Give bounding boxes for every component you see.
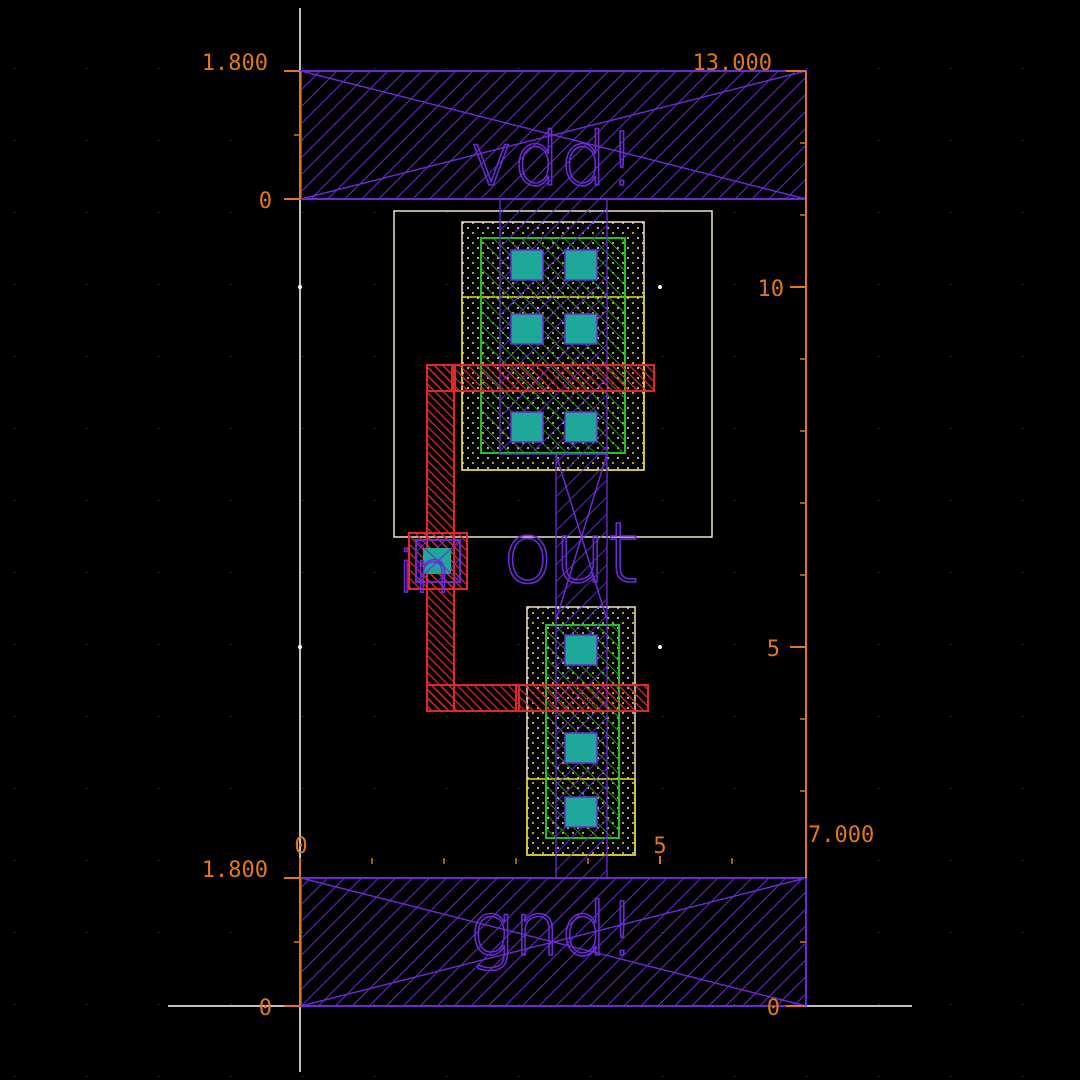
gnd-ruler-bottom-label: 0 [259, 996, 272, 1021]
vdd-ruler-top-label: 1.800 [202, 51, 268, 76]
cell-width-tick-0: 0 [294, 834, 307, 859]
gnd-ruler-top-label: 1.800 [202, 858, 268, 883]
cell-width-label: 7.000 [808, 823, 874, 848]
in-label: in [398, 538, 451, 606]
vdd-label: vdd! [469, 117, 636, 203]
gnd-rail[interactable]: gnd! [300, 877, 807, 1007]
cell-height-tick-10: 10 [758, 277, 785, 302]
cell-width-tick-5: 5 [653, 834, 666, 859]
input-contact[interactable] [408, 532, 468, 590]
cell-height-ruler[interactable]: 13.000 10 5 [693, 51, 807, 878]
cell-height-tick-5: 5 [767, 637, 780, 662]
out-label: out [502, 504, 640, 602]
gnd-label: gnd! [469, 887, 637, 973]
contact-cuts [510, 249, 598, 828]
gnd-rail-height-ruler[interactable]: 1.800 0 0 [202, 858, 806, 1021]
cell-width-ruler[interactable]: 0 5 7.000 [294, 823, 874, 878]
vdd-ruler-bottom-label: 0 [259, 189, 272, 214]
cell-height-label: 13.000 [693, 51, 772, 76]
vdd-rail[interactable]: vdd! [300, 70, 807, 204]
vdd-rail-height-ruler[interactable]: 1.800 0 [202, 51, 301, 214]
gnd-ruler-right-zero-label: 0 [767, 996, 780, 1021]
